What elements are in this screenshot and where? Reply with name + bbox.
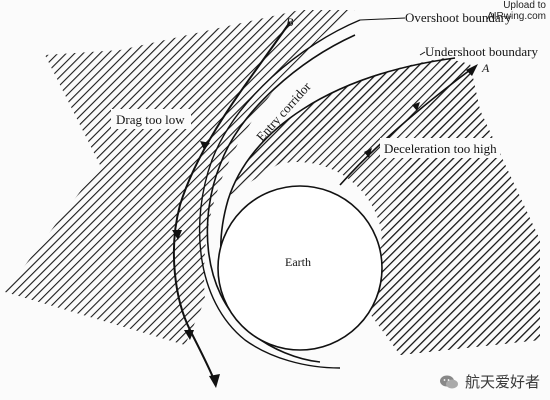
drag-too-low-region (5, 10, 355, 345)
wechat-icon (439, 375, 458, 388)
point-a-label: A (481, 61, 490, 75)
drag-too-low-label: Drag too low (116, 112, 185, 127)
drag-label-bg (111, 109, 191, 129)
trajectory-b-arrow-3 (200, 141, 210, 150)
overshoot-boundary-label: Overshoot boundary (405, 10, 512, 25)
overshoot-boundary-line (206, 34, 356, 363)
trajectory-b-arrow-2 (172, 230, 182, 240)
trajectory-a-arrowhead (466, 64, 478, 76)
earth-label: Earth (285, 255, 311, 269)
upload-watermark: Upload to AIRwing.com (487, 0, 546, 22)
point-b-label: B (286, 15, 294, 29)
undershoot-hatch-band (230, 58, 540, 355)
channel-watermark-text: 航天爱好者 (464, 373, 540, 391)
earth-circle (217, 185, 383, 351)
trajectory-a (339, 69, 471, 186)
trajectory-b-arrow-1 (184, 330, 194, 340)
deceleration-too-high-label: Deceleration too high (384, 141, 497, 156)
trajectory-b-arrowhead (209, 374, 220, 388)
channel-watermark: 航天爱好者 (439, 371, 540, 392)
overshoot-leader (359, 17, 406, 21)
upload-watermark-line1: Upload to (503, 0, 546, 11)
overshoot-boundary-line-outer (198, 19, 361, 369)
decel-label-bg (380, 138, 500, 158)
trajectory-a-arrow-2 (364, 148, 372, 158)
upload-watermark-line2: AIRwing.com (487, 11, 546, 22)
trajectory-a-arrow-1 (412, 102, 420, 111)
undershoot-leader (419, 51, 426, 56)
undershoot-boundary-label: Undershoot boundary (425, 44, 539, 59)
